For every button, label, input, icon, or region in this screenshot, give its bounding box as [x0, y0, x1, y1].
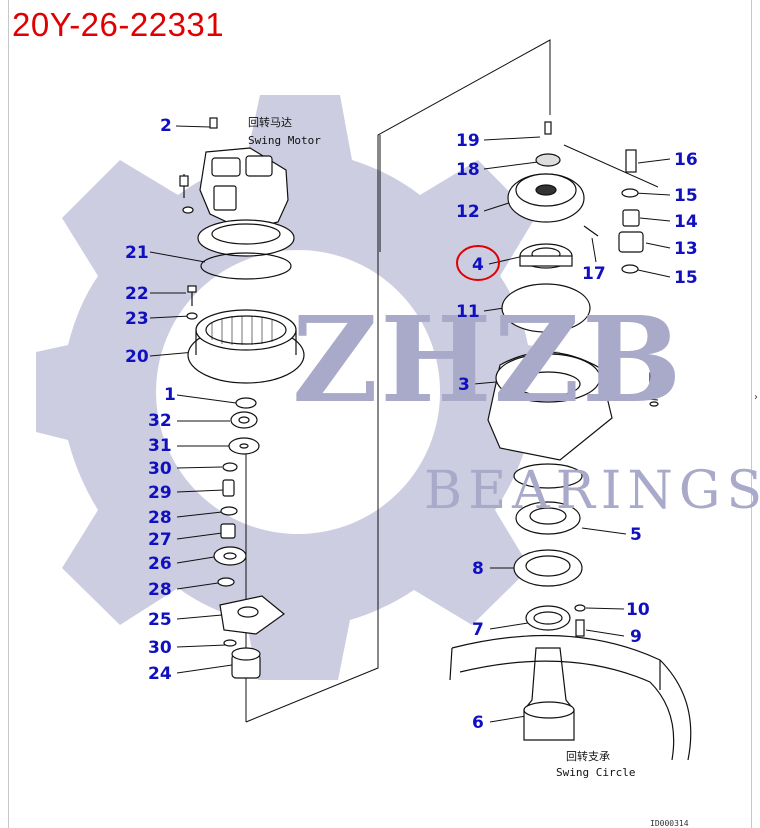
highlight-circle-4	[456, 245, 500, 281]
callout-16[interactable]: 16	[674, 150, 698, 170]
callout-6[interactable]: 6	[472, 713, 484, 733]
o-ring-21	[200, 252, 292, 280]
callout-28-upper[interactable]: 28	[148, 508, 172, 528]
caption-swing-circle-en: Swing Circle	[556, 766, 636, 779]
callout-24[interactable]: 24	[148, 664, 172, 684]
carrier-assembly	[501, 121, 644, 333]
callout-1[interactable]: 1	[164, 385, 176, 405]
callout-13[interactable]: 13	[674, 239, 698, 259]
leader-lines	[149, 39, 671, 723]
drawing-id: ID000314	[650, 819, 689, 828]
watermark-brand: ZHZB	[292, 290, 684, 429]
callout-27[interactable]: 27	[148, 530, 172, 550]
callout-23[interactable]: 23	[125, 309, 149, 329]
callout-14[interactable]: 14	[674, 212, 698, 232]
callout-12[interactable]: 12	[456, 202, 480, 222]
callout-31[interactable]: 31	[148, 436, 172, 456]
callout-22[interactable]: 22	[125, 284, 149, 304]
callout-17[interactable]: 17	[582, 264, 606, 284]
bolt-22	[186, 285, 198, 320]
watermark-gear	[36, 95, 560, 680]
scroll-right-arrow-icon[interactable]: ›	[754, 392, 758, 403]
callout-19[interactable]: 19	[456, 131, 480, 151]
callout-32[interactable]: 32	[148, 411, 172, 431]
page-frame	[8, 0, 752, 828]
watermark-sub: BEARINGS	[424, 461, 760, 521]
callout-18[interactable]: 18	[456, 160, 480, 180]
callout-3[interactable]: 3	[458, 375, 470, 395]
callout-25[interactable]: 25	[148, 610, 172, 630]
callout-15-lower[interactable]: 15	[674, 268, 698, 288]
page-title: 20Y-26-22331	[12, 6, 225, 43]
callout-10[interactable]: 10	[626, 600, 650, 620]
callout-30-lower[interactable]: 30	[148, 638, 172, 658]
lower-stack-right	[513, 463, 586, 741]
callout-28-lower[interactable]: 28	[148, 580, 172, 600]
callout-2[interactable]: 2	[160, 116, 172, 136]
callout-26[interactable]: 26	[148, 554, 172, 574]
swing-motor	[179, 117, 295, 257]
ring-gear-20	[187, 309, 305, 384]
callout-7[interactable]: 7	[472, 620, 484, 640]
housing-3	[487, 351, 659, 461]
callout-4[interactable]: 4	[472, 255, 484, 275]
caption-swing-motor-cn: 回转马达	[248, 116, 292, 129]
callout-29[interactable]: 29	[148, 483, 172, 503]
callout-20[interactable]: 20	[125, 347, 149, 367]
caption-swing-circle-cn: 回转支承	[566, 750, 610, 763]
planetary-stack-left	[213, 397, 285, 679]
callout-11[interactable]: 11	[456, 302, 480, 322]
callout-9[interactable]: 9	[630, 627, 642, 647]
callout-5[interactable]: 5	[630, 525, 642, 545]
callout-15-upper[interactable]: 15	[674, 186, 698, 206]
caption-swing-motor-en: Swing Motor	[248, 134, 321, 147]
swing-circle-ring	[449, 634, 692, 761]
callout-8[interactable]: 8	[472, 559, 484, 579]
callout-21[interactable]: 21	[125, 243, 149, 263]
callout-30-upper[interactable]: 30	[148, 459, 172, 479]
